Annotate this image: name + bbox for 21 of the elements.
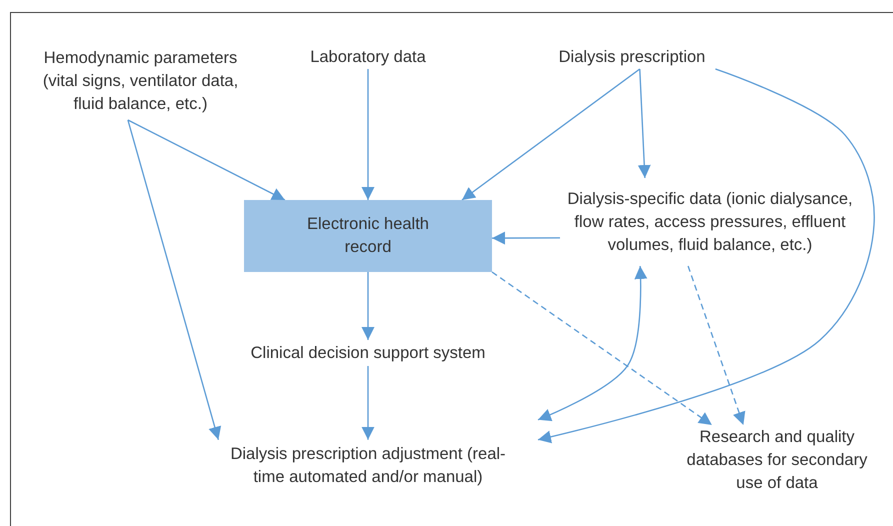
input-label: Dialysis prescription bbox=[558, 46, 706, 68]
output-label: Research and quality databases for secondary use of data bbox=[686, 426, 868, 494]
output-label: Dialysis prescription adjustment (real-time automated and/or manual) bbox=[229, 444, 507, 488]
arrow bbox=[362, 366, 374, 440]
process-label: Clinical decision support system bbox=[250, 342, 486, 364]
data-label: Dialysis-specific data (ionic dialysance, flow rates, access pressures, effluent volumes, fluid balance, etc.) bbox=[566, 188, 854, 256]
input-label: Laboratory data bbox=[310, 46, 426, 68]
box-label: Electronic health record bbox=[306, 214, 430, 258]
arrow bbox=[538, 266, 648, 422]
arrow bbox=[638, 68, 651, 178]
arrow bbox=[128, 119, 286, 201]
arrow bbox=[538, 68, 875, 444]
arrow bbox=[462, 68, 640, 201]
arrow bbox=[362, 69, 374, 200]
arrow bbox=[127, 120, 222, 440]
input-label: Hemodynamic parameters (vital signs, ventilator data, fluid balance, etc.) bbox=[42, 48, 240, 114]
arrow bbox=[492, 232, 560, 245]
process-box bbox=[244, 200, 492, 272]
arrow bbox=[492, 271, 712, 426]
arrow bbox=[362, 272, 374, 340]
arrow bbox=[687, 266, 746, 426]
